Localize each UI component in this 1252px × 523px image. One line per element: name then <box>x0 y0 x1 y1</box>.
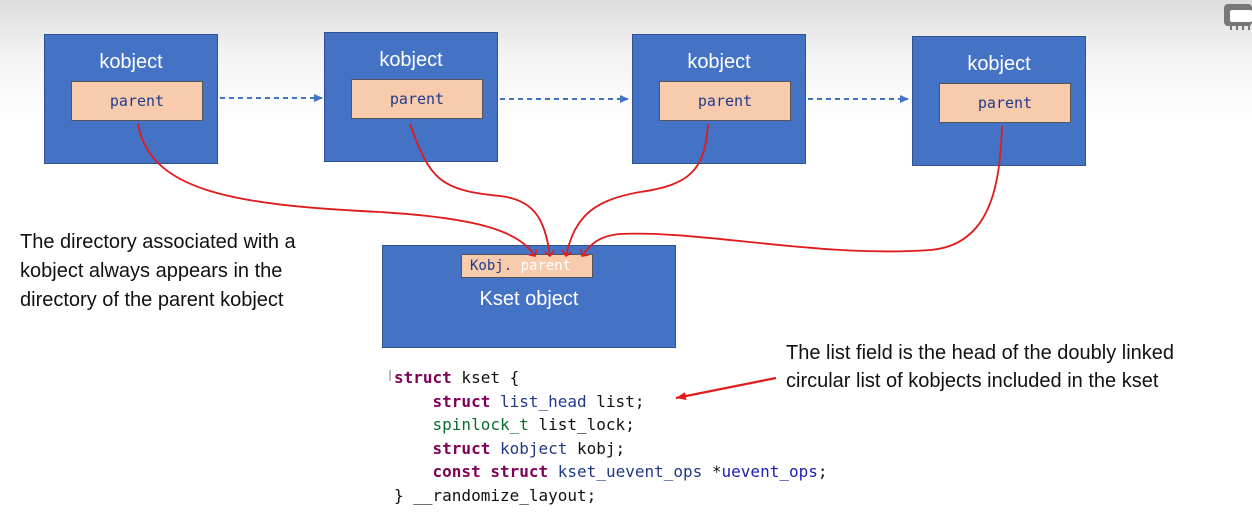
parent-field: parent <box>351 79 483 119</box>
list-field-note: The list field is the head of the doubly… <box>786 342 1175 392</box>
parent-directory-note: The directory associated with a kobject … <box>20 231 296 311</box>
code-line-1: struct kset { <box>394 368 520 387</box>
kobj-field-name: parent <box>520 258 572 274</box>
parent-field: parent <box>659 81 791 121</box>
kobject-box-4: kobject parent <box>912 36 1086 166</box>
code-marker <box>389 370 391 381</box>
kobject-title: kobject <box>379 49 443 71</box>
code-line-2: struct list_head list; <box>432 391 645 411</box>
kset-title: Kset object <box>479 288 579 310</box>
code-line-6: } __randomize_layout; <box>394 485 597 505</box>
kset-kobj-parent-field: Kobj. parent <box>461 254 593 278</box>
kobject-box-3: kobject parent <box>632 34 806 164</box>
parent-curve-2 <box>409 123 550 256</box>
parent-field: parent <box>939 83 1071 123</box>
parent-curve-1 <box>137 123 535 256</box>
code-line-3: spinlock_t list_lock; <box>432 415 635 434</box>
kobject-title: kobject <box>99 51 163 73</box>
kobject-title: kobject <box>967 53 1031 75</box>
kset-struct-code: struct kset { struct list_head list; spi… <box>394 366 828 507</box>
kobject-box-2: kobject parent <box>324 32 498 162</box>
list-pointer-arrow <box>675 376 777 400</box>
kset-object-box: Kobj. parent Kset object <box>382 245 676 348</box>
kobject-box-1: kobject parent <box>44 34 218 164</box>
code-line-4: struct kobject kobj; <box>432 438 626 458</box>
code-line-5: const struct kset_uevent_ops *uevent_ops… <box>432 462 828 481</box>
kobject-title: kobject <box>687 51 751 73</box>
parent-curve-3 <box>566 123 709 256</box>
parent-field: parent <box>71 81 203 121</box>
corner-logo-icon <box>1224 4 1252 30</box>
parent-curve-4 <box>582 125 1003 256</box>
kobj-field-prefix: Kobj. <box>470 258 513 274</box>
